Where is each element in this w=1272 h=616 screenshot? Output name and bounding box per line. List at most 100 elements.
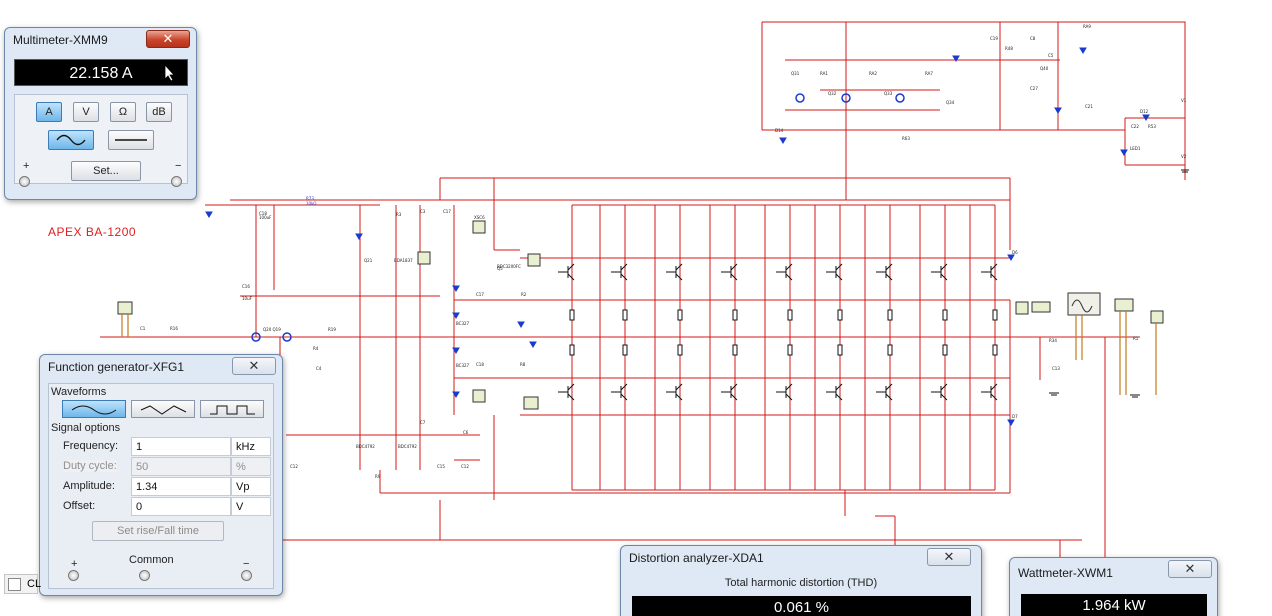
emitter-resistor[interactable] — [732, 309, 738, 321]
output-transistor[interactable] — [931, 383, 948, 401]
svg-text:C19: C19 — [990, 36, 998, 41]
set-button[interactable]: Set... — [71, 161, 141, 181]
output-transistor[interactable] — [876, 263, 893, 281]
square-wave-button[interactable] — [200, 400, 264, 418]
decibel-button[interactable]: dB — [146, 102, 172, 122]
svg-text:R2: R2 — [521, 292, 527, 297]
distortion-analyzer-window[interactable]: Distortion analyzer-XDA1 ✕ Total harmoni… — [620, 545, 982, 616]
offset-unit-select[interactable]: V — [231, 497, 271, 516]
svg-text:RA7: RA7 — [925, 71, 933, 76]
emitter-resistor[interactable] — [787, 344, 793, 356]
amplitude-input[interactable]: 1.34 — [131, 477, 231, 496]
frequency-unit-select[interactable]: kHz — [231, 437, 271, 456]
minus-terminal[interactable] — [241, 570, 252, 581]
output-transistor[interactable] — [981, 383, 998, 401]
square-wave-icon — [210, 405, 255, 415]
close-icon[interactable]: ✕ — [1168, 560, 1212, 578]
svg-text:C18: C18 — [259, 211, 267, 216]
emitter-resistor[interactable] — [887, 344, 893, 356]
emitter-resistor[interactable] — [677, 309, 683, 321]
output-transistor[interactable] — [876, 383, 893, 401]
close-icon[interactable]: ✕ — [927, 548, 971, 566]
svg-text:R3: R3 — [396, 212, 402, 217]
common-terminal[interactable] — [139, 570, 150, 581]
svg-text:RA2: RA2 — [869, 71, 877, 76]
multimeter-window[interactable]: Multimeter-XMM9 ✕ 22.158 A A V Ω dB Set.… — [4, 27, 197, 200]
output-transistor[interactable] — [666, 383, 683, 401]
emitter-resistor[interactable] — [837, 344, 843, 356]
circuit-title: APEX BA-1200 — [48, 225, 137, 239]
waveforms-label: Waveforms — [51, 386, 107, 398]
output-transistor[interactable] — [981, 263, 998, 281]
output-transistor[interactable] — [776, 263, 793, 281]
plus-terminal[interactable] — [19, 176, 30, 187]
emitter-resistor[interactable] — [992, 309, 998, 321]
close-icon[interactable]: ✕ — [232, 357, 276, 375]
wattmeter-window[interactable]: Wattmeter-XWM1 ✕ 1.964 kW — [1009, 557, 1218, 616]
output-transistor[interactable] — [826, 263, 843, 281]
minus-terminal[interactable] — [171, 176, 182, 187]
output-transistor[interactable] — [611, 383, 628, 401]
sine-wave-icon — [71, 405, 117, 415]
output-transistor[interactable] — [826, 383, 843, 401]
ammeter-button[interactable]: A — [36, 102, 62, 122]
svg-text:C8: C8 — [1030, 36, 1036, 41]
emitter-resistor[interactable] — [942, 344, 948, 356]
svg-text:R34: R34 — [1049, 338, 1057, 343]
svg-text:Q31: Q31 — [791, 71, 800, 76]
output-transistor[interactable] — [721, 263, 738, 281]
svg-text:BDC4792: BDC4792 — [356, 444, 375, 449]
frequency-input[interactable]: 1 — [131, 437, 231, 456]
close-icon[interactable]: ✕ — [146, 30, 190, 48]
output-transistor[interactable] — [666, 263, 683, 281]
ac-mode-button[interactable] — [48, 130, 94, 150]
thd-caption: Total harmonic distortion (THD) — [724, 577, 878, 589]
emitter-resistor[interactable] — [622, 344, 628, 356]
svg-text:R53: R53 — [1148, 124, 1156, 129]
svg-text:D14: D14 — [775, 128, 784, 133]
voltmeter-button[interactable]: V — [73, 102, 99, 122]
offset-input[interactable]: 0 — [131, 497, 231, 516]
function-generator-window[interactable]: Function generator-XFG1 ✕ Waveforms Sign… — [39, 354, 283, 596]
emitter-resistor[interactable] — [569, 344, 575, 356]
amplitude-label: Amplitude: — [63, 480, 115, 492]
sine-wave-button[interactable] — [62, 400, 126, 418]
taskbar-tab[interactable]: CL — [4, 574, 41, 594]
plus-terminal[interactable] — [68, 570, 79, 581]
distortion-analyzer-titlebar[interactable]: Distortion analyzer-XDA1 ✕ — [621, 546, 981, 572]
duty-cycle-input: 50 — [131, 457, 231, 476]
emitter-resistor[interactable] — [622, 309, 628, 321]
offset-row: Offset: 0 V — [51, 497, 271, 516]
emitter-resistor[interactable] — [732, 344, 738, 356]
wattmeter-titlebar[interactable]: Wattmeter-XWM1 ✕ — [1010, 558, 1217, 584]
emitter-resistor[interactable] — [677, 344, 683, 356]
output-transistor[interactable] — [776, 383, 793, 401]
emitter-resistor[interactable] — [837, 309, 843, 321]
triangle-wave-button[interactable] — [131, 400, 195, 418]
output-transistor[interactable] — [721, 383, 738, 401]
output-transistor[interactable] — [931, 263, 948, 281]
svg-text:R73: R73 — [306, 196, 314, 201]
svg-text:C16: C16 — [242, 284, 250, 289]
svg-text:C4: C4 — [316, 366, 322, 371]
emitter-resistor[interactable] — [569, 309, 575, 321]
svg-text:XSC6: XSC6 — [474, 215, 485, 220]
emitter-resistor[interactable] — [942, 309, 948, 321]
emitter-resistor[interactable] — [887, 309, 893, 321]
emitter-resistor[interactable] — [992, 344, 998, 356]
output-transistor[interactable] — [558, 383, 575, 401]
multimeter-titlebar[interactable]: Multimeter-XMM9 ✕ — [5, 28, 196, 54]
dc-mode-button[interactable] — [108, 130, 154, 150]
amplitude-unit-select[interactable]: Vp — [231, 477, 271, 496]
svg-text:C17: C17 — [476, 292, 484, 297]
svg-text:R63: R63 — [902, 136, 910, 141]
svg-text:C7: C7 — [420, 420, 426, 425]
output-transistor[interactable] — [558, 263, 575, 281]
distortion-analyzer-title: Distortion analyzer-XDA1 — [629, 551, 764, 565]
output-transistor[interactable] — [611, 263, 628, 281]
function-generator-titlebar[interactable]: Function generator-XFG1 ✕ — [40, 355, 282, 381]
emitter-resistor[interactable] — [787, 309, 793, 321]
ohmmeter-button[interactable]: Ω — [110, 102, 136, 122]
